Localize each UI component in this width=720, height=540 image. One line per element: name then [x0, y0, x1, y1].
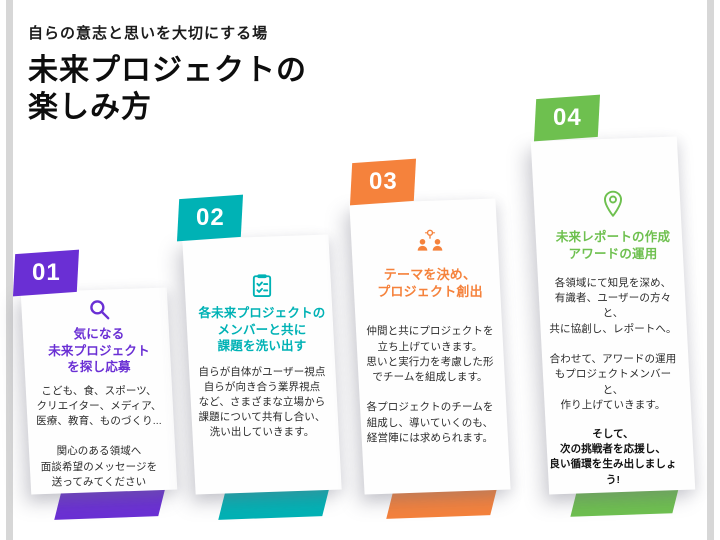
header: 自らの意志と思いを大切にする場 未来プロジェクトの 楽しみ方	[28, 22, 307, 126]
step-1-number-badge: 01	[12, 249, 80, 297]
magnifier-icon	[34, 296, 164, 322]
step-3-card: テーマを決め、 プロジェクト創出 仲間と共にプロジェクトを 立ち上げていきます。…	[357, 201, 503, 492]
step-4-heading: 未来レポートの作成 アワードの運用	[555, 230, 671, 261]
step-1-body: こども、食、スポーツ、 クリエイター、メディア、 医療、教育、ものづくり... …	[36, 384, 162, 488]
step-4-body: 各領域にて知見を深め、 有識者、ユーザーの方々と、 共に協創し、レポートへ。 合…	[549, 277, 677, 411]
discussion-icon	[365, 227, 495, 254]
step-3-body: 仲間と共にプロジェクトを 立ち上げていきます。 思いと実行力を考慮した形 でチー…	[366, 325, 494, 444]
right-margin-bar	[707, 0, 714, 540]
slide-title: 未来プロジェクトの 楽しみ方	[28, 54, 307, 124]
step-3-number: 03	[368, 168, 398, 196]
step-2-number-badge: 02	[176, 194, 244, 242]
location-pin-icon	[548, 189, 678, 219]
step-2-number: 02	[195, 204, 225, 232]
step-4-body-emphasis: そして、 次の挑戦者を応援し、 良い循環を生み出しましょう!	[549, 427, 677, 486]
slide-subtitle: 自らの意志と思いを大切にする場	[28, 25, 269, 42]
step-1-number: 01	[31, 259, 61, 287]
step-4-number: 04	[552, 104, 582, 132]
left-margin-bar	[6, 0, 13, 540]
step-1-card: 気になる 未来プロジェクト を探し応募 こども、食、スポーツ、 クリエイター、メ…	[26, 290, 172, 492]
step-3-number-badge: 03	[349, 158, 417, 206]
step-1-heading: 気になる 未来プロジェクト を探し応募	[48, 327, 150, 374]
step-2-card: 各未来プロジェクトの メンバーと共に 課題を洗い出す 自らが自体がユーザー視点 …	[189, 237, 335, 492]
step-2-heading: 各未来プロジェクトの メンバーと共に 課題を洗い出す	[198, 306, 326, 353]
checklist-icon	[197, 271, 327, 299]
step-3-heading: テーマを決め、 プロジェクト創出	[377, 267, 483, 300]
step-4-card: 未来レポートの作成 アワードの運用 各領域にて知見を深め、 有識者、ユーザーの方…	[540, 139, 686, 492]
step-4-number-badge: 04	[533, 94, 601, 142]
step-2-body: 自らが自体がユーザー視点 自らが向き合う業界視点 など、さまざまな立場から 課題…	[198, 365, 326, 439]
